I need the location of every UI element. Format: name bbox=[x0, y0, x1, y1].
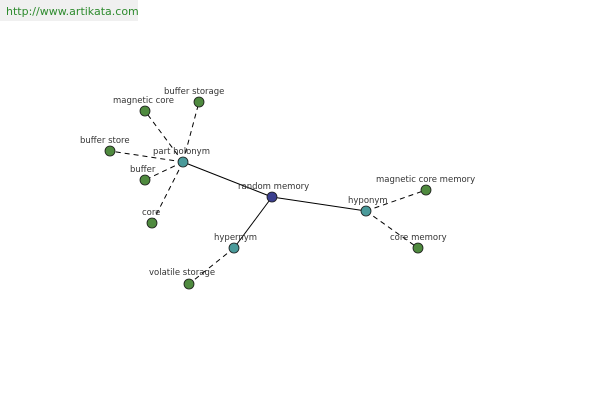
graph-node-core-memory[interactable]: core memory bbox=[390, 233, 447, 254]
edge-hypernym-to-volatile-storage bbox=[188, 247, 235, 285]
node-marker[interactable] bbox=[266, 191, 278, 203]
edge-center-to-hyponym bbox=[271, 196, 367, 212]
edge-center-to-hypernym bbox=[233, 196, 273, 249]
node-marker[interactable] bbox=[139, 105, 151, 117]
edge-part-holonym-to-buffer bbox=[144, 161, 184, 181]
edge-part-holonym-to-buffer-storage bbox=[182, 101, 200, 163]
graph-node-volatile-storage[interactable]: volatile storage bbox=[149, 268, 215, 290]
node-marker[interactable] bbox=[104, 145, 116, 157]
node-label: hypernym bbox=[214, 233, 257, 243]
graph-node-hypernym[interactable]: hypernym bbox=[214, 233, 257, 254]
node-label: buffer bbox=[130, 165, 156, 175]
node-marker[interactable] bbox=[360, 205, 372, 217]
edges-layer bbox=[109, 101, 427, 285]
node-marker[interactable] bbox=[228, 242, 240, 254]
node-label: core memory bbox=[390, 233, 447, 243]
graph-node-hyponym[interactable]: hyponym bbox=[348, 196, 388, 217]
node-marker[interactable] bbox=[412, 242, 424, 254]
node-label: magnetic core bbox=[113, 96, 174, 106]
graph-node-magnetic-core-memory[interactable]: magnetic core memory bbox=[376, 175, 475, 196]
edge-hyponym-to-magnetic-core-memory bbox=[365, 189, 427, 212]
node-marker[interactable] bbox=[183, 278, 195, 290]
graph-node-buffer[interactable]: buffer bbox=[130, 165, 156, 186]
graph-node-buffer-store[interactable]: buffer store bbox=[80, 136, 130, 157]
node-label: buffer store bbox=[80, 136, 130, 146]
edge-hyponym-to-core-memory bbox=[365, 210, 419, 249]
edge-center-to-part-holonym bbox=[182, 161, 273, 198]
edge-part-holonym-to-buffer-store bbox=[109, 150, 184, 163]
edge-part-holonym-to-core bbox=[151, 161, 184, 224]
node-marker[interactable] bbox=[139, 174, 151, 186]
edge-part-holonym-to-magnetic-core bbox=[144, 110, 184, 163]
graph-node-part-holonym[interactable]: part holonym bbox=[153, 147, 210, 168]
graph-node-buffer-storage[interactable]: buffer storage bbox=[164, 87, 224, 108]
graph-node-core[interactable]: core bbox=[142, 208, 160, 229]
graph-node-magnetic-core[interactable]: magnetic core bbox=[113, 96, 174, 117]
node-label: core bbox=[142, 208, 160, 218]
node-marker[interactable] bbox=[420, 184, 432, 196]
node-marker[interactable] bbox=[193, 96, 205, 108]
node-label: buffer storage bbox=[164, 87, 224, 97]
node-marker[interactable] bbox=[177, 156, 189, 168]
url-bar: http://www.artikata.com bbox=[0, 0, 139, 21]
nodes-layer: random memory part holonym hyponym hypernym… bbox=[80, 87, 475, 290]
node-label: hyponym bbox=[348, 196, 388, 206]
site-url-link[interactable]: http://www.artikata.com bbox=[6, 5, 139, 18]
node-label: part holonym bbox=[153, 147, 210, 157]
node-label: volatile storage bbox=[149, 268, 215, 278]
node-label: random memory bbox=[238, 182, 309, 192]
node-label: magnetic core memory bbox=[376, 175, 475, 185]
graph-node-center[interactable]: random memory bbox=[238, 182, 309, 203]
node-marker[interactable] bbox=[146, 217, 158, 229]
